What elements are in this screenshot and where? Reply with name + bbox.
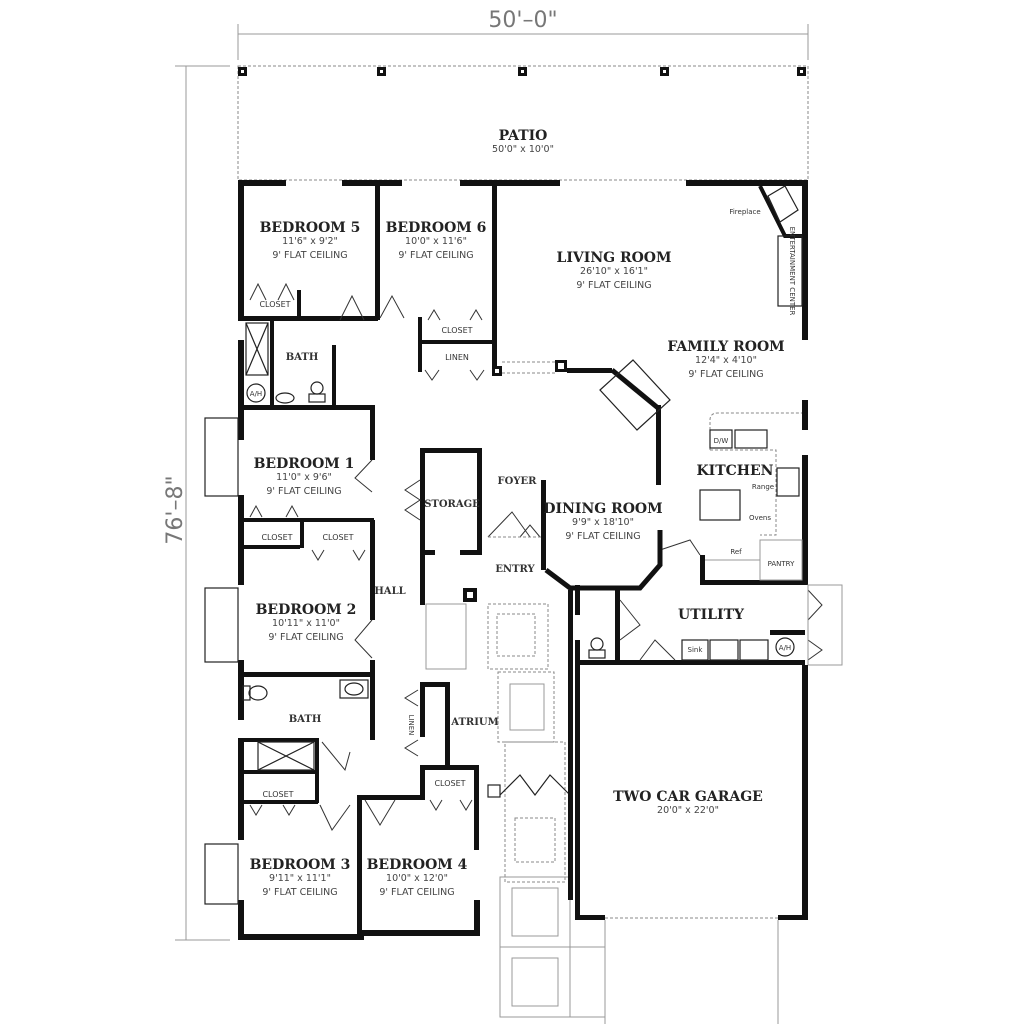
kitchen-name: KITCHEN <box>697 463 774 479</box>
bedroom5-closet: CLOSET <box>259 300 290 309</box>
bedroom6-size: 10'0" x 11'6" <box>405 236 467 247</box>
family-ceiling: 9' FLAT CEILING <box>688 369 763 380</box>
bedroom2-size: 10'11" x 11'0" <box>272 618 340 629</box>
bedroom4-ceiling: 9' FLAT CEILING <box>379 887 454 898</box>
bedroom4-size: 10'0" x 12'0" <box>386 873 448 884</box>
bedroom2-closet: CLOSET <box>322 533 353 542</box>
sink-label: Sink <box>688 646 704 654</box>
patio-size: 50'0" x 10'0" <box>492 144 554 155</box>
garage: TWO CAR GARAGE 20'0" x 22'0" <box>575 665 808 1024</box>
utility-name: UTILITY <box>678 607 745 623</box>
bedroom1-size: 11'0" x 9'6" <box>276 472 332 483</box>
patio: PATIO 50'0" x 10'0" <box>237 65 809 181</box>
bedroom6-ceiling: 9' FLAT CEILING <box>398 250 473 261</box>
ref-label: Ref <box>730 548 742 556</box>
bath-lower: BATH <box>238 679 369 803</box>
bedroom-6: BEDROOM 6 10'0" x 11'6" 9' FLAT CEILING … <box>379 180 497 381</box>
bedroom-4: LINEN CLOSET BEDROOM 4 10'0" x 12'0" 9' … <box>357 682 479 898</box>
linen-label-upper: LINEN <box>445 353 469 362</box>
bedroom4-closet: CLOSET <box>434 779 465 788</box>
atrium: ATRIUM <box>425 590 606 1018</box>
bedroom1-ceiling: 9' FLAT CEILING <box>266 486 341 497</box>
bedroom6-closet: CLOSET <box>441 326 472 335</box>
dining-ceiling: 9' FLAT CEILING <box>565 531 640 542</box>
bedroom1-name: BEDROOM 1 <box>254 456 355 472</box>
depth-label: 76'–8" <box>163 475 188 544</box>
bedroom3-closet: CLOSET <box>262 790 293 799</box>
bedroom-2: BEDROOM 2 10'11" x 11'0" 9' FLAT CEILING <box>238 602 373 677</box>
dining-room: DINING ROOM 9'9" x 18'10" 9' FLAT CEILIN… <box>541 480 663 591</box>
family-name: FAMILY ROOM <box>667 339 784 355</box>
dining-name: DINING ROOM <box>543 501 662 517</box>
ah-label-lower: A/H <box>779 644 791 652</box>
bedroom-5: BEDROOM 5 11'6" x 9'2" 9' FLAT CEILING C… <box>238 180 380 321</box>
storage-label: STORAGE <box>424 499 480 510</box>
bath-upper: A/H BATH <box>238 320 373 410</box>
living-room: Fireplace ENTERTAINMENT CENTER LIVING RO… <box>492 185 803 485</box>
dw-label: D/W <box>714 437 729 445</box>
kitchen: D/W Range Ovens KITCHEN Ref PANTRY <box>659 412 808 585</box>
atrium-label: ATRIUM <box>450 717 498 728</box>
utility: Sink A/H UTILITY <box>575 584 843 666</box>
bedroom6-name: BEDROOM 6 <box>386 220 487 236</box>
dining-size: 9'9" x 18'10" <box>572 517 634 528</box>
bedroom3-size: 9'11" x 11'1" <box>269 873 331 884</box>
bedroom3-ceiling: 9' FLAT CEILING <box>262 887 337 898</box>
living-size: 26'10" x 16'1" <box>580 266 648 277</box>
bedroom-3: BEDROOM 3 9'11" x 11'1" 9' FLAT CEILING … <box>238 790 362 935</box>
patio-label: PATIO <box>499 128 548 144</box>
bedroom2-ceiling: 9' FLAT CEILING <box>268 632 343 643</box>
garage-size: 20'0" x 22'0" <box>657 805 719 816</box>
ah-label-upper: A/H <box>250 390 262 398</box>
bay-windows <box>204 417 239 905</box>
bedroom5-name: BEDROOM 5 <box>260 220 361 236</box>
living-name: LIVING ROOM <box>557 250 672 266</box>
bedroom1-closet: CLOSET <box>261 533 292 542</box>
width-label: 50'–0" <box>488 8 557 33</box>
bedroom4-name: BEDROOM 4 <box>367 857 468 873</box>
hall-label: HALL <box>374 586 405 597</box>
bedroom2-name: BEDROOM 2 <box>256 602 357 618</box>
linen-label-lower: LINEN <box>407 715 415 736</box>
bedroom5-size: 11'6" x 9'2" <box>282 236 338 247</box>
depth-dimension: 76'–8" <box>163 65 230 941</box>
bedroom3-name: BEDROOM 3 <box>250 857 351 873</box>
entry-label: ENTRY <box>495 564 535 575</box>
fireplace-label: Fireplace <box>729 208 760 216</box>
bedroom-1: BEDROOM 1 11'0" x 9'6" 9' FLAT CEILING C… <box>238 456 374 561</box>
bath-lower-label: BATH <box>289 714 322 725</box>
pantry-label: PANTRY <box>768 560 795 568</box>
exterior-walls <box>238 180 808 940</box>
bath-upper-label: BATH <box>286 352 319 363</box>
family-size: 12'4" x 4'10" <box>695 355 757 366</box>
bedroom5-ceiling: 9' FLAT CEILING <box>272 250 347 261</box>
range-label: Range <box>752 483 774 491</box>
ovens-label: Ovens <box>749 514 771 522</box>
core-area: STORAGE FOYER ENTRY HALL <box>354 405 541 740</box>
entertainment-center-label: ENTERTAINMENT CENTER <box>788 227 796 316</box>
living-ceiling: 9' FLAT CEILING <box>576 280 651 291</box>
garage-name: TWO CAR GARAGE <box>613 789 763 805</box>
foyer-label: FOYER <box>498 476 538 487</box>
width-dimension: 50'–0" <box>237 8 809 60</box>
